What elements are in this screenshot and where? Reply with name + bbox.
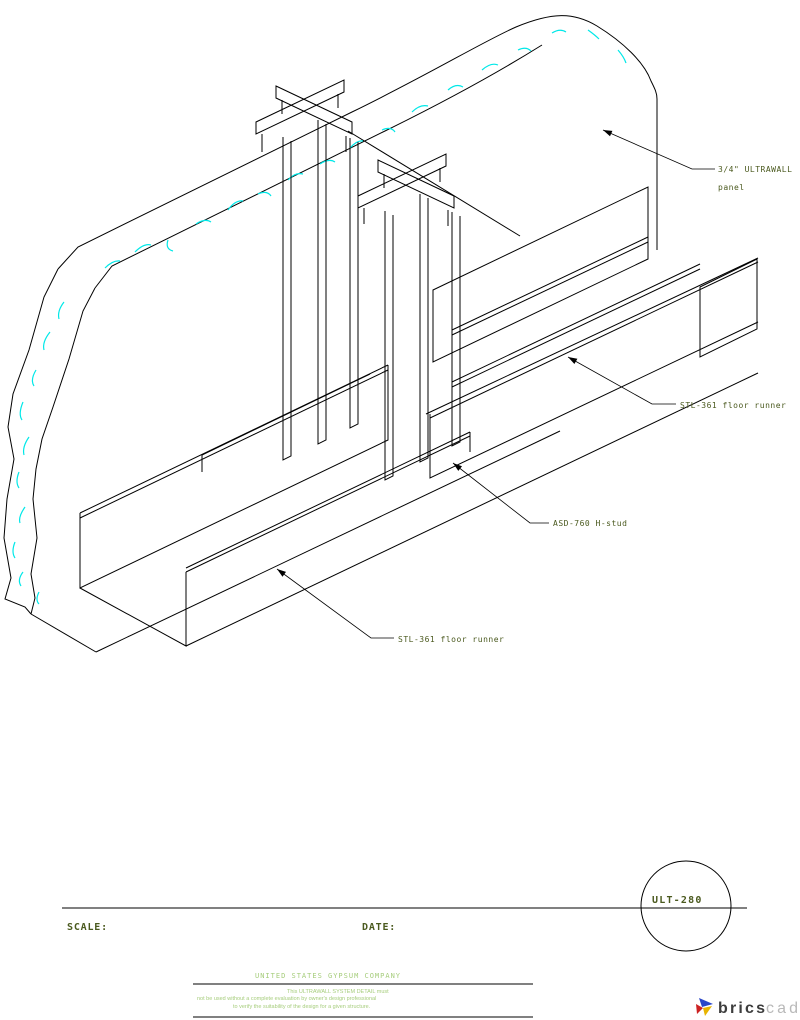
floor-runner-front [79, 364, 471, 647]
detail-circle [640, 860, 732, 952]
arrowhead [453, 463, 462, 471]
leader-panel [602, 129, 715, 170]
panel-label-line1: 3/4" ULTRAWALL [718, 165, 792, 174]
panel-depth-edge [347, 130, 521, 237]
leader-stud [452, 462, 549, 524]
panel-broken-edge-outer [3, 268, 59, 615]
disclaimer-line-1: This ULTRAWALL SYSTEM DETAIL must [287, 989, 389, 995]
floor-runner-right [425, 257, 759, 479]
panel-broken-edge-inner [30, 287, 96, 615]
h-stud-front [255, 79, 359, 461]
arrowhead [277, 569, 286, 577]
stud-label: ASD-760 H-stud [553, 519, 627, 528]
company-name: UNITED STATES GYPSUM COMPANY [255, 972, 401, 980]
bricscad-icon [696, 998, 713, 1016]
date-label: DATE: [362, 922, 396, 933]
disclaimer-line-2: not be used without a complete evaluatio… [197, 996, 376, 1002]
ultrawall-panel [3, 15, 658, 615]
title-block: ULT-280 SCALE: DATE: [62, 860, 747, 952]
runner-label-right: STL-361 floor runner [680, 401, 786, 410]
panel-top-outer-edge [57, 15, 658, 270]
company-block: UNITED STATES GYPSUM COMPANY This ULTRAW… [193, 972, 533, 1018]
arrowhead [603, 130, 613, 137]
floor-edge-lines [30, 372, 759, 653]
panel-label-line2: panel [718, 183, 745, 192]
detail-number: ULT-280 [652, 895, 703, 906]
leader-runner-right [567, 356, 676, 405]
logo-text-bold: brics [718, 1000, 765, 1017]
back-panel-strip [432, 186, 758, 388]
arrowhead [568, 357, 578, 364]
runner-label-bottom: STL-361 floor runner [398, 635, 504, 644]
logo-text-light: cad [766, 1000, 798, 1017]
break-texture-marks [12, 29, 627, 605]
scale-label: SCALE: [67, 922, 108, 933]
h-stud-right [357, 153, 461, 481]
panel-top-inner-edge [94, 44, 543, 289]
bricscad-logo: brics cad [696, 998, 798, 1017]
disclaimer-line-3: to verify the suitability of the design … [233, 1004, 371, 1010]
leader-runner-bottom [276, 568, 394, 639]
